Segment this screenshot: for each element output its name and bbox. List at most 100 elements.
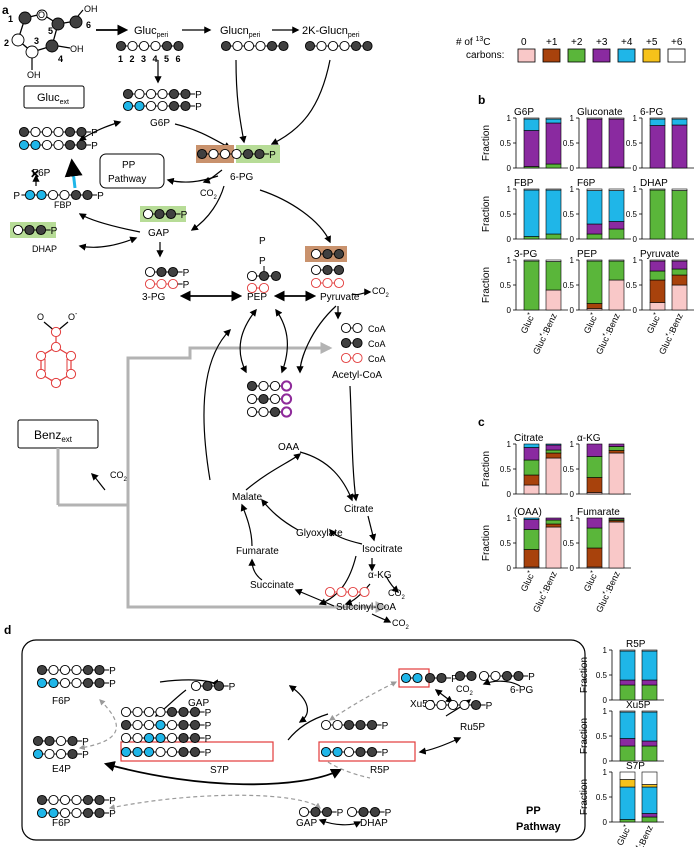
carbon-atom	[166, 706, 178, 718]
carbon-atom	[157, 100, 168, 112]
phosphate-label: P	[259, 256, 266, 267]
f6p-label: F6P	[32, 168, 51, 179]
bar-segment	[649, 279, 666, 303]
carbon-atom	[246, 406, 258, 418]
bar-segment	[586, 477, 603, 493]
carbon-atom	[298, 806, 310, 818]
pp-gap-label: GAP	[188, 698, 209, 709]
pyruvate-label: Pyruvate	[320, 292, 360, 303]
y-tick-label: 0	[507, 564, 512, 573]
carbon-atom	[340, 352, 352, 364]
bar-segment	[649, 125, 666, 169]
carbon-number: 6	[176, 54, 181, 64]
y-tick-label: 1	[603, 707, 608, 716]
bar-segment	[671, 118, 688, 126]
phosphate-label: P	[109, 679, 116, 690]
bar-segment	[545, 519, 562, 525]
panel-label-c: c	[478, 415, 485, 429]
phosphate-label: P	[229, 682, 236, 693]
carbon-atom	[36, 677, 48, 689]
carbon-atom	[436, 672, 447, 684]
carbon-atom	[178, 732, 189, 744]
oh-label: OH	[70, 44, 84, 54]
phosphate-label: P	[382, 748, 389, 759]
carbon-atom	[82, 807, 94, 819]
ring-c2	[11, 33, 25, 47]
bar-segment	[586, 527, 603, 549]
carbon-number: 3	[141, 54, 146, 64]
carbon-atom	[48, 677, 59, 689]
carbon-number: 2	[130, 54, 135, 64]
carbon-atom	[310, 277, 322, 289]
bar-segment	[545, 457, 562, 495]
carbon-atom	[18, 139, 30, 151]
y-tick-label: 0	[507, 306, 512, 315]
dhap-label: DHAP	[32, 244, 57, 254]
bar-segment	[608, 517, 625, 520]
bar-segment	[671, 259, 688, 262]
carbon-atom	[478, 670, 490, 682]
fbp-to-f6p-arrow	[64, 158, 83, 189]
carbon-atom	[122, 88, 134, 100]
carbon-atom	[59, 189, 70, 201]
carbon-atom	[336, 586, 347, 598]
y-axis-label: Fraction	[481, 196, 492, 232]
carbon-atom	[189, 746, 201, 758]
malate-label: Malate	[232, 492, 262, 503]
legend-swatch	[617, 48, 636, 63]
y-tick-label: 1	[570, 114, 575, 123]
y-tick-label: 1	[603, 646, 608, 655]
legend-swatch	[592, 48, 611, 63]
bar-segment	[586, 117, 603, 120]
carbon-atom	[32, 748, 44, 760]
bar-segment	[619, 684, 636, 701]
benzoate-carbon	[65, 350, 77, 362]
bar-segment	[545, 443, 562, 446]
y-tick-label: 1	[507, 114, 512, 123]
bar-segment	[523, 117, 540, 120]
carbon-atom	[180, 88, 191, 100]
carbon-number: 1	[118, 54, 123, 64]
citrate-label: Citrate	[344, 504, 374, 515]
carbon-atom	[220, 40, 232, 52]
benzoate-om: O-	[68, 311, 78, 322]
legend-title: # of 13C	[456, 36, 491, 48]
carbon-atom	[165, 208, 177, 220]
benzoate-carbon	[50, 341, 62, 353]
bar-segment	[671, 188, 688, 191]
carbon-atom	[501, 670, 513, 682]
y-tick-label: 1	[633, 256, 638, 265]
carbon-atom	[120, 706, 132, 718]
carbon-atom	[138, 40, 150, 52]
bar-segment	[545, 449, 562, 454]
carbon-atom	[32, 735, 44, 747]
phosphate-label: P	[109, 809, 116, 820]
carbon-atom	[155, 732, 166, 744]
carbon-atom	[59, 664, 71, 676]
carbon-atom	[424, 672, 436, 684]
benzoate-carbon	[65, 368, 77, 380]
carbon-atom	[436, 699, 447, 711]
carbon-atom	[324, 586, 336, 598]
carbon-atom	[196, 148, 208, 160]
pp-pathway-panel: F6P GAP Xu5P CO2 6-PG Ru5P E4P S7P R5P F…	[21, 639, 586, 841]
ring-c4	[45, 39, 59, 53]
bar-segment	[619, 650, 636, 681]
phosphate-label: P	[109, 666, 116, 677]
carbon-atom	[143, 706, 155, 718]
carbon-atom	[173, 40, 184, 52]
chart-title: R5P	[626, 639, 646, 650]
legend-title-2: carbons:	[466, 50, 504, 61]
bar-segment	[545, 163, 562, 169]
phosphate-label: P	[195, 90, 202, 101]
gluc-ext-label: Glucext	[37, 92, 69, 106]
bar-segment	[619, 710, 636, 713]
carbon-atom	[134, 88, 145, 100]
bar-segment	[671, 190, 688, 240]
carbon-atom	[366, 746, 378, 758]
pp-e4p-label: E4P	[52, 764, 71, 775]
carbon-atom	[280, 406, 293, 418]
